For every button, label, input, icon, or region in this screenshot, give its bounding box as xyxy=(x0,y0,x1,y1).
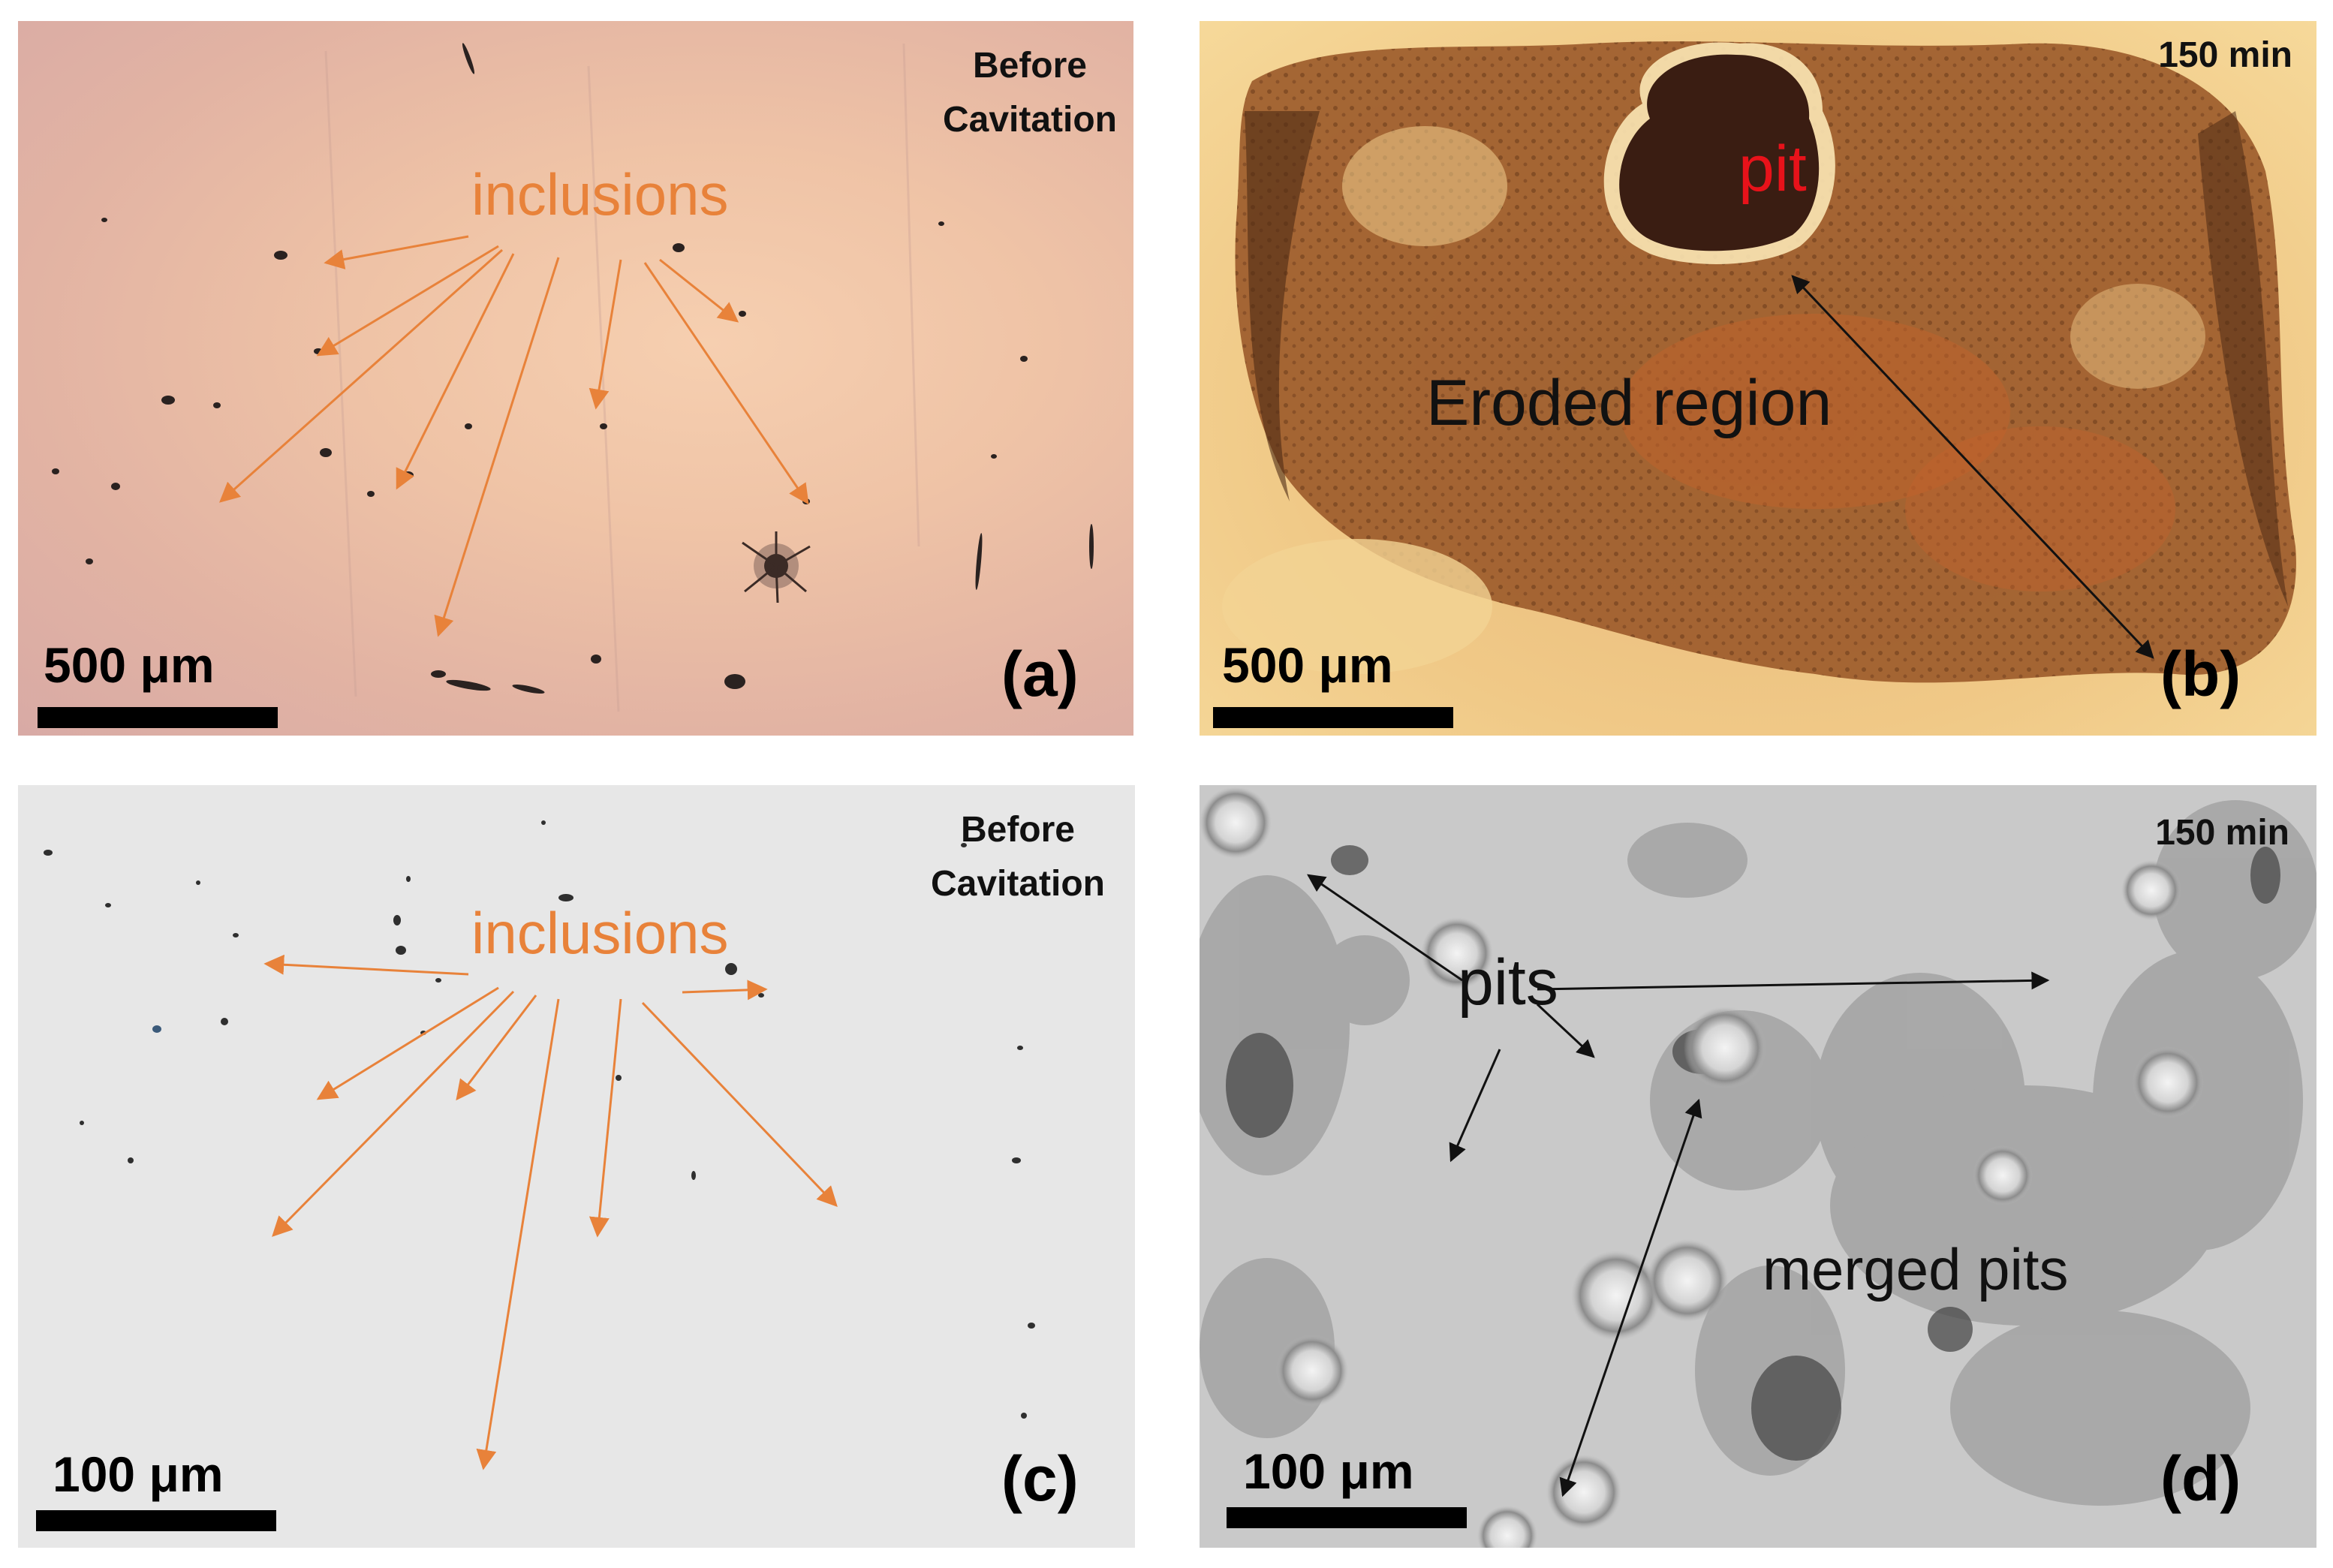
panel-letter: (a) xyxy=(1001,639,1079,709)
scale-bar xyxy=(1227,1507,1467,1528)
measurement-arrow xyxy=(1791,275,2154,659)
micrograph-panel-d: 150 min pits merged pits 100 μm (d) xyxy=(1200,785,2316,1548)
time-label: 150 min xyxy=(2155,813,2289,853)
scale-bar-label: 500 μm xyxy=(44,637,215,693)
micrograph-panel-b: 150 min pit Eroded region 500 μm (b) xyxy=(1200,21,2316,736)
scale-bar xyxy=(1213,707,1453,728)
panel-letter: (b) xyxy=(2160,639,2241,709)
inclusion-specks xyxy=(52,43,1094,694)
pit-region xyxy=(1603,42,1835,264)
pit-arrows xyxy=(1307,874,2050,1497)
inclusion-specks xyxy=(44,820,1035,1523)
eroded-region-label: Eroded region xyxy=(1426,367,1832,439)
merged-pits-label: merged pits xyxy=(1763,1236,2069,1302)
scale-bar-label: 100 μm xyxy=(1243,1443,1414,1499)
panel-d-image xyxy=(1200,787,2316,1548)
pits-label: pits xyxy=(1458,947,1558,1019)
scale-bar xyxy=(38,707,278,728)
scale-bar xyxy=(36,1510,276,1531)
inclusions-annotation: inclusions xyxy=(471,161,729,227)
panel-letter: (d) xyxy=(2160,1443,2241,1514)
starburst-inclusion xyxy=(742,531,811,603)
panel-a-image xyxy=(52,43,1094,712)
panel-b-image xyxy=(1222,41,2296,683)
micrograph-panel-a: Before Cavitation inclusions 500 μm (a) xyxy=(18,21,1133,736)
micrograph-panel-c: Before Cavitation inclusions 100 μm (c) xyxy=(18,785,1135,1548)
panel-c-image xyxy=(44,820,1035,1523)
scale-bar-label: 500 μm xyxy=(1222,637,1393,693)
status-label: Before Cavitation xyxy=(930,810,1105,904)
time-label: 150 min xyxy=(2158,35,2292,75)
status-label: Before Cavitation xyxy=(942,46,1117,140)
inclusion-arrows xyxy=(218,235,809,637)
inclusions-annotation: inclusions xyxy=(471,900,729,966)
panel-letter: (c) xyxy=(1001,1443,1079,1514)
pit-label: pit xyxy=(1738,133,1807,205)
scale-bar-label: 100 μm xyxy=(53,1446,224,1502)
inclusion-arrows xyxy=(263,954,838,1470)
